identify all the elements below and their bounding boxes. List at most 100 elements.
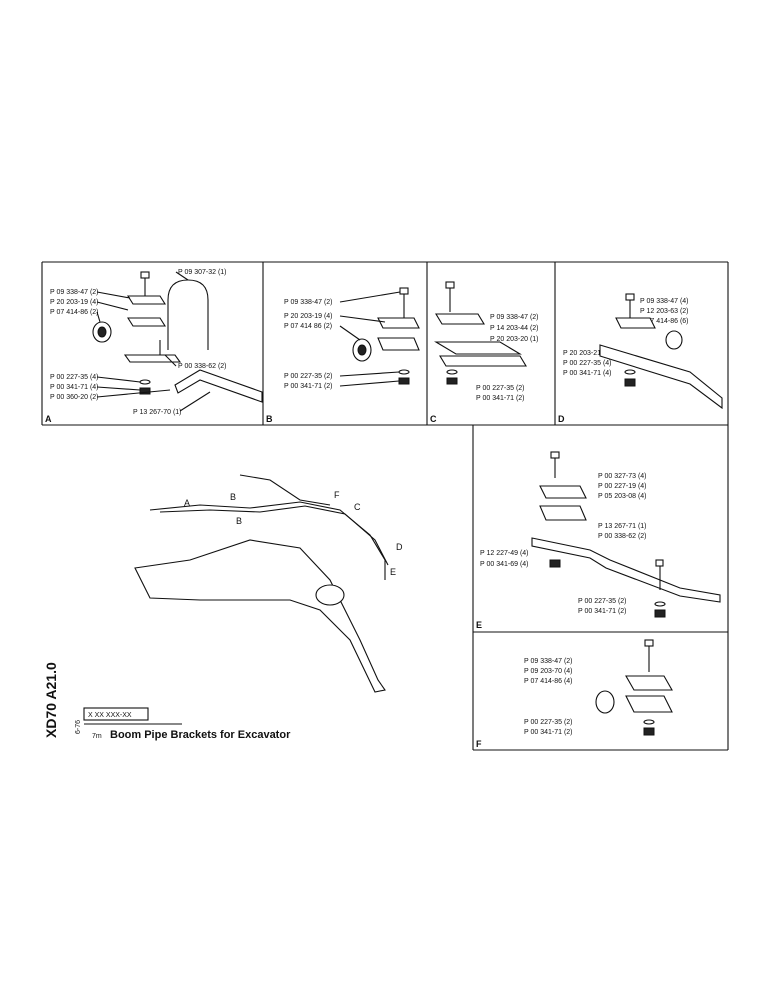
clamp-top-e: [539, 485, 587, 499]
clamp-top: [127, 295, 166, 305]
bar-c: [439, 355, 527, 367]
panel-f: F P 09 338-47 (2) P 09 203-70 (4) P 07 4…: [476, 639, 673, 749]
bar-d: [599, 344, 723, 410]
label-a-6: P 00 341-71 (4): [50, 384, 99, 391]
page-title: Boom Pipe Brackets for Excavator: [110, 729, 291, 741]
callout-d: D: [396, 542, 403, 552]
clamp-bottom-e: [539, 505, 587, 521]
label-a-8: P 13 267-70 (1): [133, 409, 182, 416]
leaders-a: [96, 271, 211, 412]
bolt-head-e2: [655, 559, 664, 567]
label-c-4: P 00 341-71 (2): [476, 395, 525, 402]
label-b-2: P 07 414 86 (2): [284, 323, 332, 330]
panel-frames: [41, 261, 729, 751]
label-a-0: P 09 338-47 (2): [50, 289, 99, 296]
clamp-top-f: [625, 675, 673, 691]
callout-b1: B: [230, 492, 236, 502]
pipe-run-3: [239, 474, 331, 506]
label-e-1: P 00 227-19 (4): [598, 483, 647, 490]
callout-c: C: [354, 502, 361, 512]
label-d-2: P 07 414-86 (6): [640, 318, 689, 325]
label-d-3: P 20 203-21 (1): [563, 350, 612, 357]
label-c-3: P 00 227-35 (2): [476, 385, 525, 392]
washer-e: [654, 601, 666, 607]
label-f-4: P 00 341-71 (2): [524, 729, 573, 736]
nut-d: [624, 378, 636, 387]
label-e-6: P 00 341-69 (4): [480, 561, 529, 568]
panel-e: E P 00 327-73 (4) P 00 227-19 (4) P 05 2…: [476, 451, 721, 630]
label-a-4: P 00 338-62 (2): [178, 363, 227, 370]
panel-letter-c: C: [430, 414, 437, 424]
label-b-3: P 00 227-35 (2): [284, 373, 333, 380]
nut-f: [643, 727, 655, 736]
bolt-head-d: [625, 293, 635, 301]
label-a-3: P 09 307-32 (1): [178, 269, 227, 276]
bolt-head-c: [445, 281, 455, 289]
clamp-top-c: [435, 313, 485, 325]
callout-b2: B: [236, 516, 242, 526]
bar-e: [531, 537, 721, 603]
washer-f: [643, 719, 655, 725]
label-e-2: P 05 203-08 (4): [598, 493, 647, 500]
label-f-3: P 00 227-35 (2): [524, 719, 573, 726]
boom-outline: [134, 539, 386, 693]
sleeve-bore-b: [357, 344, 367, 356]
nut-e2: [549, 559, 561, 568]
label-e-4: P 00 338-62 (2): [598, 533, 647, 540]
bolt-head-e: [550, 451, 560, 459]
label-e-8: P 00 341-71 (2): [578, 608, 627, 615]
panel-c: C P 09 338-47 (2) P 14 203-44 (2) P 20 2…: [430, 281, 539, 424]
bolt-head-f: [644, 639, 654, 647]
panel-letter-d: D: [558, 414, 565, 424]
label-e-0: P 00 327-73 (4): [598, 473, 647, 480]
nut-e: [654, 609, 666, 618]
label-f-1: P 09 203-70 (4): [524, 668, 573, 675]
bar-13-267-70: [174, 369, 263, 403]
serial-number: X XX XXX-XX: [88, 712, 132, 719]
panel-letter-b: B: [266, 414, 273, 424]
label-b-1: P 20 203-19 (4): [284, 313, 333, 320]
boom-cylinder-pin: [315, 584, 345, 606]
label-d-5: P 00 341-71 (4): [563, 370, 612, 377]
clamp-bottom-f: [625, 695, 673, 713]
sleeve-d: [665, 330, 683, 350]
plate: [123, 354, 182, 363]
pipe-run-2: [159, 505, 389, 566]
label-e-7: P 00 227-35 (2): [578, 598, 627, 605]
panel-letter-a: A: [45, 414, 52, 424]
sleeve-bore: [97, 326, 107, 338]
nut-b: [398, 377, 410, 385]
label-c-0: P 09 338-47 (2): [490, 314, 539, 321]
label-b-0: P 09 338-47 (2): [284, 299, 333, 306]
callout-a: A: [184, 498, 190, 508]
clamp-bottom-c: [434, 341, 522, 355]
title-prefix: 7m: [92, 733, 102, 740]
panel-b: B P 09 338-47 (2) P 20 203-19 (4) P 07 4…: [266, 287, 420, 424]
label-c-1: P 14 203-44 (2): [490, 325, 539, 332]
panel-a: A P 09 338-47 (2) P 20 203-19 (4) P 07 4…: [45, 269, 263, 424]
callout-e: E: [390, 567, 396, 577]
washer-b: [398, 369, 410, 375]
leaders-b: [339, 291, 401, 387]
label-a-2: P 07 414-86 (2): [50, 309, 99, 316]
date-code: 6-76: [75, 720, 82, 734]
pipe-run-1: [149, 501, 386, 580]
label-d-1: P 12 203-63 (2): [640, 308, 689, 315]
label-a-5: P 00 227-35 (4): [50, 374, 99, 381]
clamp-bottom-b: [377, 337, 420, 351]
label-f-2: P 07 414-86 (4): [524, 678, 573, 685]
clamp-top-d: [615, 317, 656, 329]
bolt-head-b: [399, 287, 409, 295]
label-a-7: P 00 360-20 (2): [50, 394, 99, 401]
label-d-4: P 00 227-35 (4): [563, 360, 612, 367]
washer-c: [446, 369, 458, 375]
label-d-0: P 09 338-47 (4): [640, 298, 689, 305]
label-a-1: P 20 203-19 (4): [50, 299, 99, 306]
label-c-2: P 20 203-20 (1): [490, 336, 539, 343]
nut-c: [446, 377, 458, 385]
label-f-0: P 09 338-47 (2): [524, 658, 573, 665]
bolt-head: [140, 271, 150, 279]
title-block: XD70 A21.0 6-76 X XX XXX-XX 7m Boom Pipe…: [43, 662, 291, 741]
boom-overview: A B B F C D E: [134, 474, 403, 693]
washer-d: [624, 369, 636, 375]
